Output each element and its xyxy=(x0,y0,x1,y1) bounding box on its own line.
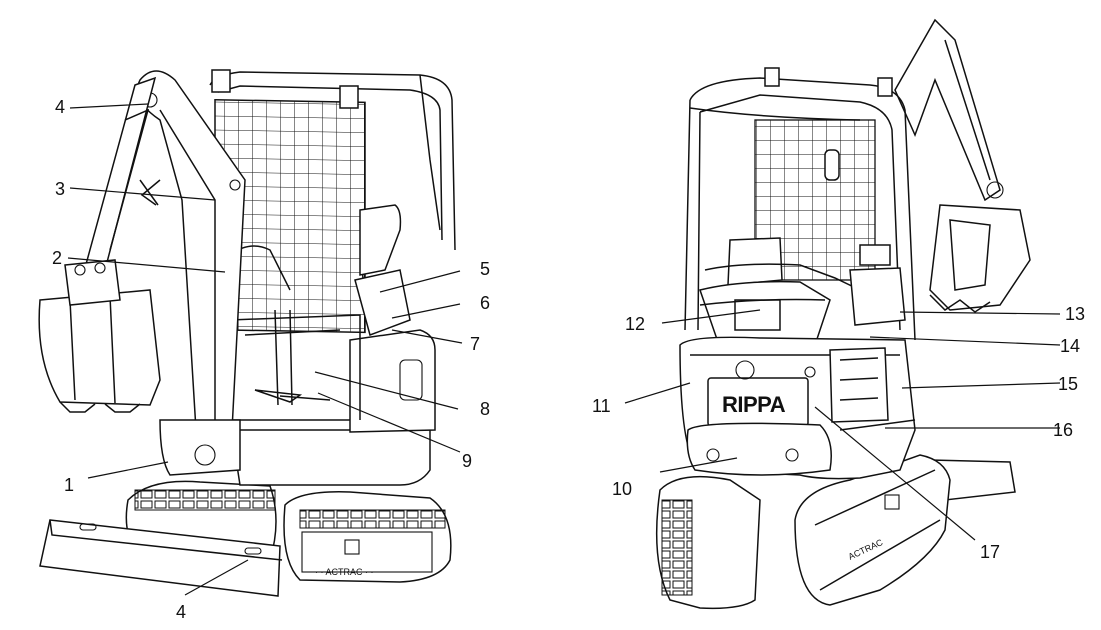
callout-2: 2 xyxy=(52,248,62,268)
callout-4-bottom: 4 xyxy=(176,602,186,622)
callout-9: 9 xyxy=(462,451,472,471)
svg-text:· · ACTRAC · ·: · · ACTRAC · · xyxy=(315,567,374,577)
callout-5: 5 xyxy=(480,259,490,279)
callout-12: 12 xyxy=(625,314,645,334)
callout-6: 6 xyxy=(480,293,490,313)
callout-14: 14 xyxy=(1060,336,1080,356)
body-lower xyxy=(229,329,436,486)
cab-canopy xyxy=(209,69,456,420)
rear-view-excavator: ACTRAC xyxy=(655,18,1031,610)
callout-16: 16 xyxy=(1053,420,1073,440)
callout-15: 15 xyxy=(1058,374,1078,394)
leader-lines xyxy=(67,103,1061,596)
rear-body xyxy=(679,336,916,480)
callout-13: 13 xyxy=(1065,304,1085,324)
callout-11: 11 xyxy=(592,396,611,416)
dozer-blade xyxy=(39,519,283,597)
callout-3: 3 xyxy=(55,179,65,199)
callout-17: 17 xyxy=(980,542,1000,562)
callout-10: 10 xyxy=(612,479,632,499)
rear-arm-bucket xyxy=(894,18,1031,313)
callout-4-top: 4 xyxy=(55,97,65,117)
rear-cab xyxy=(684,67,916,349)
front-view-excavator: · · ACTRAC · · xyxy=(38,69,456,597)
callout-1: 1 xyxy=(64,475,74,495)
callout-7: 7 xyxy=(470,334,480,354)
bucket-front xyxy=(38,259,161,413)
brand-logo-text: RIPPA xyxy=(722,392,786,417)
callout-numbers: 1 2 3 4 4 5 6 7 8 9 10 11 12 13 14 15 16… xyxy=(52,97,1085,622)
arm-and-cylinder xyxy=(84,76,161,271)
callout-8: 8 xyxy=(480,399,490,419)
rear-tracks: ACTRAC xyxy=(655,454,951,610)
